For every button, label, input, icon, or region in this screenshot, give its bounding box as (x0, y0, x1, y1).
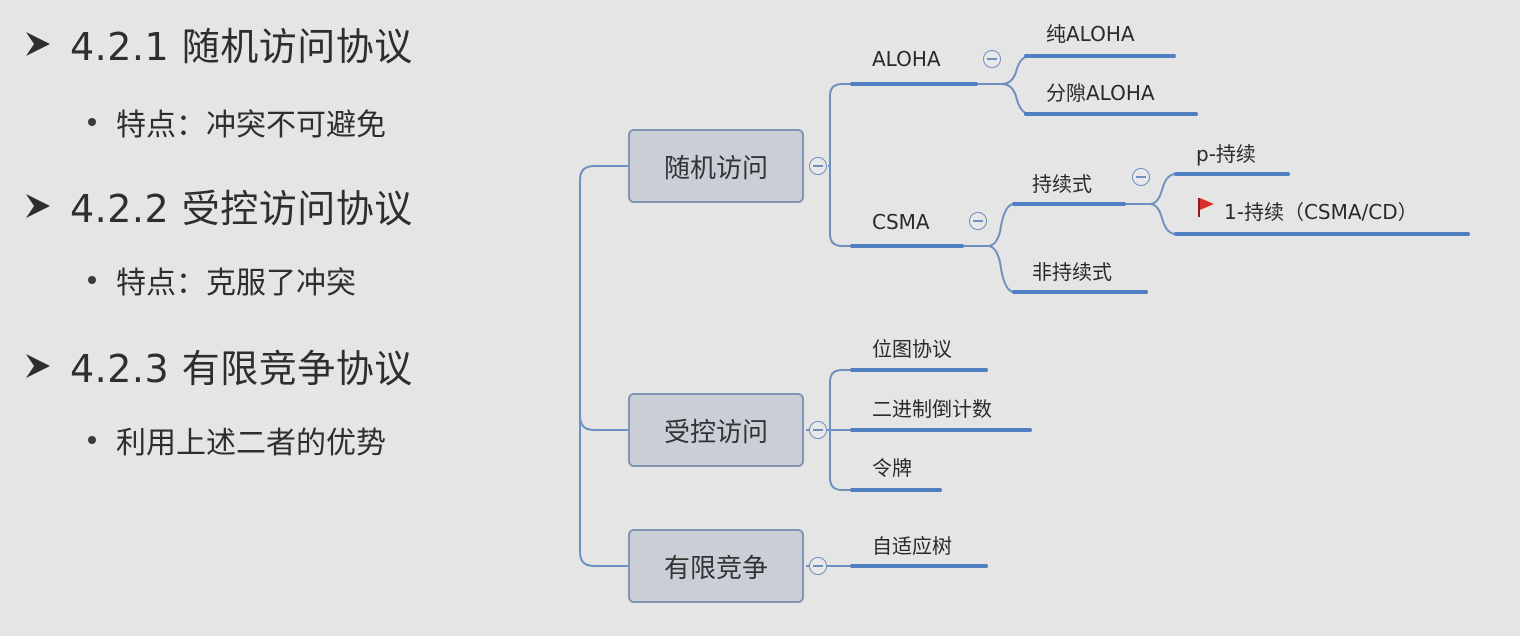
outline-point-1: 特点：冲突不可避免 (88, 100, 386, 144)
connector-csma (829, 166, 852, 247)
arrow-bullet-icon (26, 193, 50, 218)
bullet-dot-icon (88, 118, 96, 126)
collapse-toggle-icon[interactable] (969, 212, 987, 230)
collapse-toggle-icon[interactable] (809, 157, 827, 175)
branch-random-access[interactable]: 随机访问 (628, 129, 804, 203)
point-text: 利用上述二者的优势 (116, 426, 386, 461)
collapse-toggle-icon[interactable] (809, 557, 827, 575)
node-adaptive-tree[interactable]: 自适应树 (872, 534, 952, 558)
outline-point-2: 特点：克服了冲突 (88, 258, 356, 302)
node-1-persistent[interactable]: 1-持续（CSMA/CD） (1224, 200, 1418, 224)
arrow-bullet-icon (26, 31, 50, 56)
node-binary-countdown[interactable]: 二进制倒计数 (872, 397, 992, 421)
collapse-toggle-icon[interactable] (809, 421, 827, 439)
node-slotted-aloha[interactable]: 分隙ALOHA (1046, 81, 1155, 105)
connector-aloha (828, 83, 852, 167)
collapse-toggle-icon[interactable] (1132, 168, 1150, 186)
flag-icon (1198, 198, 1214, 217)
branch-label: 受控访问 (663, 417, 768, 448)
node-non-persistent[interactable]: 非持续式 (1032, 260, 1112, 284)
point-text: 特点：冲突不可避免 (116, 108, 386, 143)
node-persistent[interactable]: 持续式 (1032, 172, 1092, 196)
branch-label: 有限竞争 (663, 553, 768, 584)
outline-point-3: 利用上述二者的优势 (88, 418, 386, 462)
connector-random (579, 165, 628, 365)
collapse-toggle-icon[interactable] (983, 50, 1001, 68)
outline-heading-1: 4.2.1 随机访问协议 (24, 16, 413, 71)
branch-limited-contention[interactable]: 有限竞争 (628, 529, 804, 603)
branch-label: 随机访问 (663, 153, 768, 184)
node-token[interactable]: 令牌 (872, 456, 912, 480)
bullet-dot-icon (88, 436, 96, 444)
node-p-persistent[interactable]: p-持续 (1196, 142, 1256, 166)
node-bitmap-protocol[interactable]: 位图协议 (872, 337, 952, 361)
heading-text: 4.2.2 受控访问协议 (70, 187, 413, 231)
node-aloha[interactable]: ALOHA (872, 47, 941, 71)
outline-heading-2: 4.2.2 受控访问协议 (24, 178, 413, 233)
node-pure-aloha[interactable]: 纯ALOHA (1046, 22, 1135, 46)
arrow-bullet-icon (26, 353, 50, 378)
point-text: 特点：克服了冲突 (116, 266, 356, 301)
branch-controlled-access[interactable]: 受控访问 (628, 393, 804, 467)
node-csma[interactable]: CSMA (872, 210, 930, 234)
bullet-dot-icon (88, 276, 96, 284)
connector-controlled (579, 365, 628, 431)
heading-text: 4.2.1 随机访问协议 (70, 25, 413, 69)
outline-panel: 4.2.1 随机访问协议 特点：冲突不可避免 4.2.2 受控访问协议 特点：克… (0, 0, 560, 636)
heading-text: 4.2.3 有限竞争协议 (70, 347, 413, 391)
outline-heading-3: 4.2.3 有限竞争协议 (24, 338, 413, 393)
connector-limited (579, 365, 628, 567)
